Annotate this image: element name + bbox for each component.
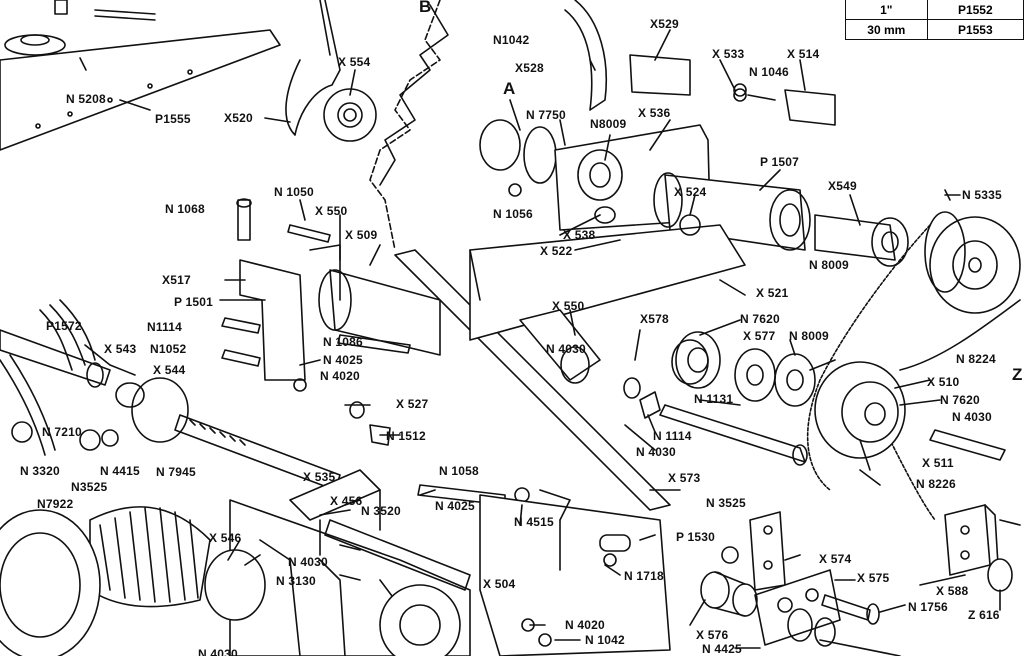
part-label: N 4030 [198, 647, 238, 656]
part-label: X 546 [209, 531, 242, 545]
part-label: N 8009 [789, 329, 829, 343]
part-label: X 550 [315, 204, 348, 218]
part-label: X529 [650, 17, 679, 31]
part-label: X 574 [819, 552, 852, 566]
part-label: X 543 [104, 342, 137, 356]
part-label: X 504 [483, 577, 516, 591]
part-label: N 1056 [493, 207, 533, 221]
part-label: X578 [640, 312, 669, 326]
part-label: N1114 [147, 320, 183, 334]
part-label: N 4030 [952, 410, 992, 424]
spec-size: 30 mm [845, 19, 928, 40]
part-label: X517 [162, 273, 191, 287]
part-label: N 4030 [636, 445, 676, 459]
part-label: X 521 [756, 286, 789, 300]
part-label: X 522 [540, 244, 573, 258]
part-label: X528 [515, 61, 544, 75]
part-label: N 1050 [274, 185, 314, 199]
part-label: N 7945 [156, 465, 196, 479]
part-label: N 7620 [940, 393, 980, 407]
part-label: N3525 [71, 480, 108, 494]
part-label: X 456 [330, 494, 363, 508]
part-label: N 5208 [66, 92, 106, 106]
part-label: N 4425 [702, 642, 742, 656]
part-label: X 575 [857, 571, 890, 585]
part-label: X 538 [563, 228, 596, 242]
part-label: Z [1012, 365, 1023, 384]
part-label: Z 616 [968, 608, 1000, 622]
part-label: N 1114 [653, 429, 692, 443]
part-label: N1042 [493, 33, 530, 47]
part-label: X 509 [345, 228, 378, 242]
part-label: N 3320 [20, 464, 60, 478]
part-label: N8009 [590, 117, 627, 131]
part-label: N 4020 [565, 618, 605, 632]
part-label: N 1512 [386, 429, 426, 443]
part-label: X 514 [787, 47, 820, 61]
part-label: P1572 [46, 319, 82, 333]
part-label: N 1058 [439, 464, 479, 478]
callout-B: B [419, 0, 432, 16]
part-label: X 535 [303, 470, 336, 484]
spec-part: P1553 [926, 19, 1024, 40]
part-label: N 3520 [361, 504, 401, 518]
part-label: P 1507 [760, 155, 800, 169]
part-label: N 4030 [546, 342, 586, 356]
part-label: X 544 [153, 363, 186, 377]
part-label: N 3525 [706, 496, 746, 510]
part-label: X 588 [936, 584, 969, 598]
part-label: N 7620 [740, 312, 780, 326]
part-label: N 4030 [288, 555, 328, 569]
part-label: N 1086 [323, 335, 363, 349]
part-label: N 1756 [908, 600, 948, 614]
part-label: X 510 [927, 375, 960, 389]
part-label: N 8226 [916, 477, 956, 491]
part-label: X 527 [396, 397, 429, 411]
part-label: N 5335 [962, 188, 1002, 202]
part-label: N 1131 [694, 392, 734, 406]
part-label: N7922 [37, 497, 74, 511]
spec-part: P1552 [926, 0, 1024, 20]
part-label: X 536 [638, 106, 671, 120]
part-label: N 1718 [624, 569, 664, 583]
spec-size: 1" [845, 0, 928, 20]
size-spec-table: 1" P1552 30 mm P1553 [845, 0, 1024, 40]
part-label: P 1530 [676, 530, 716, 544]
part-label: X520 [224, 111, 253, 125]
part-label: X 511 [922, 456, 954, 470]
part-label: N 8009 [809, 258, 849, 272]
part-label: X 576 [696, 628, 729, 642]
part-label: N 4515 [514, 515, 554, 529]
part-label: X549 [828, 179, 857, 193]
part-label: X 550 [552, 299, 585, 313]
part-label: N 8224 [956, 352, 996, 366]
part-label: N 1068 [165, 202, 205, 216]
part-label: N 4415 [100, 464, 140, 478]
part-label: P1555 [155, 112, 191, 126]
part-label: X 533 [712, 47, 745, 61]
part-label: N 4025 [323, 353, 363, 367]
part-label: N 7750 [526, 108, 566, 122]
part-label: X 554 [338, 55, 371, 69]
part-label: N1052 [150, 342, 187, 356]
part-label: N 7210 [42, 425, 82, 439]
part-label: X 573 [668, 471, 701, 485]
part-label: P 1501 [174, 295, 214, 309]
part-label: N 4025 [435, 499, 475, 513]
part-label: N 1046 [749, 65, 789, 79]
part-label: N 4020 [320, 369, 360, 383]
spec-row: 1" P1552 [845, 0, 1024, 20]
part-label: X 524 [674, 185, 707, 199]
spec-row: 30 mm P1553 [845, 19, 1024, 40]
part-label: N 1042 [585, 633, 625, 647]
part-label: X 577 [743, 329, 776, 343]
callout-A: A [503, 79, 516, 98]
part-label: N 3130 [276, 574, 316, 588]
